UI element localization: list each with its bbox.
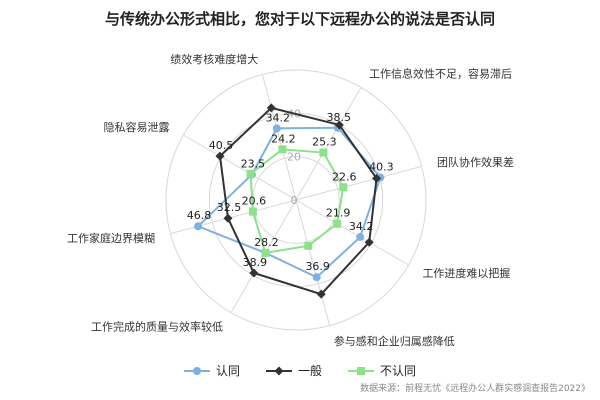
axis-label-5: 工作家庭边界模糊 (67, 231, 155, 245)
chart-title: 与传统办公形式相比，您对于以下远程办公的说法是否认同 (104, 10, 495, 28)
point-0-7[interactable] (272, 124, 281, 133)
point-0-3[interactable] (312, 273, 321, 282)
spoke-0 (295, 87, 362, 201)
point-2-6[interactable] (246, 169, 255, 178)
legend-item-0[interactable]: 认同 (183, 362, 240, 379)
data-label-12: 21.9 (326, 207, 351, 220)
data-label-9: 40.5 (209, 139, 234, 152)
radial-tick-label-1: 20 (287, 151, 301, 164)
point-2-4[interactable] (261, 248, 270, 257)
spoke-5 (170, 199, 297, 235)
data-label-14: 20.6 (242, 195, 267, 208)
spoke-2 (295, 199, 409, 266)
point-0-2[interactable] (356, 233, 365, 242)
spoke-7 (261, 74, 297, 201)
legend-marker-0 (183, 366, 210, 375)
legend-item-1[interactable]: 一般 (265, 362, 322, 379)
point-2-5[interactable] (248, 207, 257, 216)
point-1-2[interactable] (364, 237, 374, 247)
source-note: 数据来源：前程无忧《远程办公人群实感调查报告2022》 (360, 384, 590, 394)
spoke-6 (183, 134, 297, 201)
series-group (194, 103, 385, 299)
axis-label-3: 参与感和企业归属感降低 (334, 334, 455, 348)
axis-label-1: 团队协作效果差 (437, 155, 514, 169)
point-2-1[interactable] (339, 183, 348, 192)
data-label-6: 34.2 (266, 111, 291, 124)
data-label-0: 38.5 (326, 111, 351, 124)
series-2 (246, 145, 348, 257)
legend-marker-2 (348, 366, 374, 375)
point-2-2[interactable] (333, 219, 342, 228)
data-label-7: 38.9 (243, 256, 268, 269)
axis-label-7: 绩效考核难度增大 (170, 52, 258, 66)
point-2-0[interactable] (319, 148, 328, 157)
legend-label-2: 不认同 (380, 364, 417, 378)
data-label-4: 46.8 (187, 209, 212, 222)
data-label-8: 32.5 (217, 201, 242, 214)
point-1-5[interactable] (223, 213, 233, 223)
data-label-1: 40.3 (369, 160, 394, 173)
point-2-3[interactable] (304, 241, 313, 250)
data-label-2: 34.2 (349, 220, 374, 233)
axis-label-0: 工作信息效性不足，容易滞后 (369, 67, 512, 81)
data-label-15: 24.2 (271, 132, 296, 145)
point-1-0[interactable] (334, 120, 344, 130)
point-2-7[interactable] (278, 145, 287, 154)
data-label-11: 22.6 (332, 170, 357, 183)
legend-label-0: 认同 (215, 364, 240, 378)
point-1-4[interactable] (249, 268, 259, 278)
spoke-3 (295, 199, 331, 326)
legend-item-2[interactable]: 不认同 (348, 362, 416, 379)
legend-marker-1 (265, 366, 292, 375)
data-label-10: 25.3 (312, 136, 337, 149)
data-label-3: 36.9 (305, 260, 330, 273)
axis-label-2: 工作进度难以把握 (422, 266, 510, 280)
axis-label-6: 隐私容易泄露 (104, 120, 170, 134)
point-1-1[interactable] (372, 173, 382, 183)
data-labels: 38.5 40.3 34.2 36.9 46.8 23.5 34.2 38.9 32.5 40.5… (187, 111, 394, 273)
point-0-5[interactable] (194, 222, 203, 231)
data-label-13: 28.2 (254, 236, 279, 249)
series-1 (215, 103, 382, 299)
legend-label-1: 一般 (297, 364, 322, 378)
point-1-7[interactable] (266, 103, 276, 113)
spoke-1 (295, 165, 422, 201)
radial-tick-label-0: 0 (291, 194, 298, 207)
point-1-3[interactable] (316, 289, 326, 299)
data-label-5: 23.5 (241, 158, 266, 171)
grid-ring-2 (165, 69, 427, 331)
legend: 认同 一般 不认同 (0, 362, 600, 379)
point-1-6[interactable] (215, 151, 225, 161)
axis-label-4: 工作完成的质量与效率较低 (91, 319, 223, 333)
